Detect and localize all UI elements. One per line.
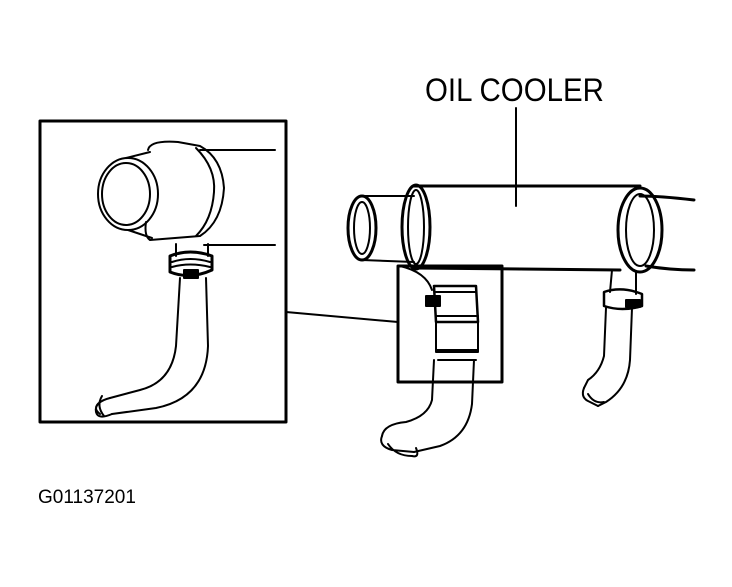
cooler-cylinder-body <box>414 186 640 270</box>
inset-clamp-band <box>172 259 210 267</box>
main-hose-inner <box>414 360 474 452</box>
figure-code-label: G01137201 <box>38 487 136 508</box>
main-fitting-bracket <box>400 266 432 290</box>
cooler-right-end-ring <box>618 188 662 272</box>
cooler-inlet-pipe-inner <box>354 202 370 254</box>
detail-inset-frame <box>40 121 286 422</box>
right-clamp-screw <box>626 300 640 307</box>
right-hose-end <box>583 388 604 406</box>
main-hose-outer <box>382 360 434 436</box>
inset-fitting-neck <box>176 244 208 256</box>
main-hose-end <box>381 436 417 456</box>
main-fitting-band <box>436 292 478 316</box>
inset-hose-inner <box>112 278 208 414</box>
main-hose-band <box>436 350 478 360</box>
cooler-left-end-ring <box>402 185 430 269</box>
main-fitting-ring <box>426 296 440 306</box>
inset-pipe-end-inner <box>102 163 150 225</box>
right-hose-outer <box>584 308 606 388</box>
main-detail-frame <box>398 266 502 382</box>
right-hose-clamp <box>604 289 642 309</box>
inset-connector-line <box>286 312 398 322</box>
cooler-left-end-inner <box>408 190 424 264</box>
cooler-outlet-pipe <box>640 196 694 270</box>
right-hose-inner <box>598 308 632 406</box>
inset-hose-outer <box>110 278 180 398</box>
main-hose-segment <box>436 322 478 352</box>
inset-hose-end-cut <box>99 396 104 416</box>
cooler-right-end-inner <box>626 194 654 266</box>
inset-hose-end <box>96 398 112 417</box>
inset-flange-ring <box>196 148 214 236</box>
right-fitting-neck <box>610 270 636 294</box>
inset-pipe-shell <box>126 152 152 238</box>
cooler-inlet-pipe-end <box>348 196 376 260</box>
inset-hose-clamp <box>170 252 212 276</box>
oil-cooler-label: OIL COOLER <box>425 72 604 108</box>
inset-clamp-screw <box>184 270 198 278</box>
